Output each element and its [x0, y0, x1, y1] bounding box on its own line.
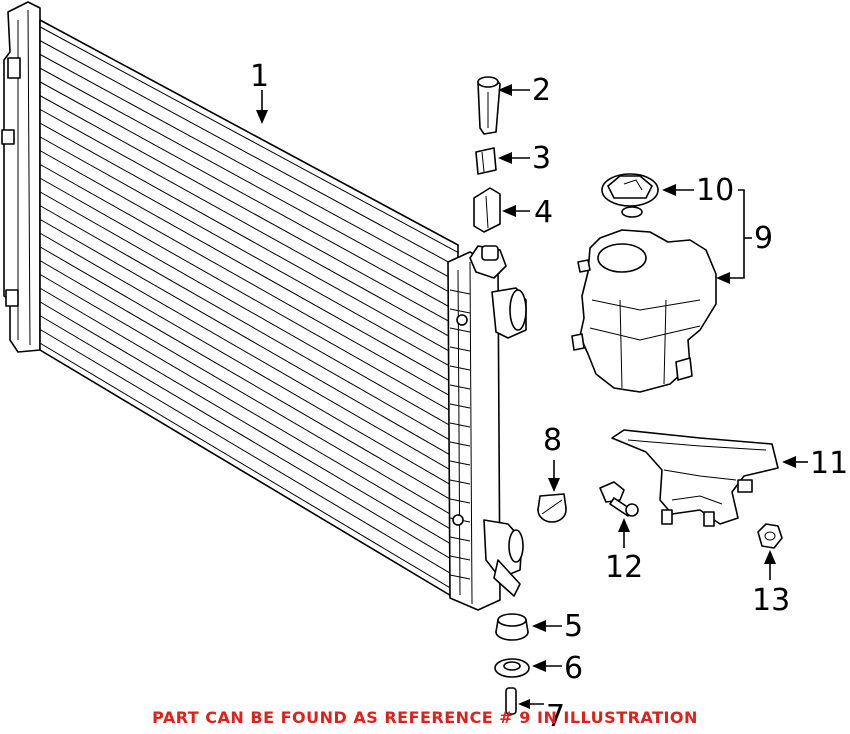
- callout-8: 8: [543, 423, 562, 458]
- part-5-grommet: [495, 613, 529, 641]
- rib-line: [449, 536, 471, 542]
- part-9-reservoir: [571, 229, 717, 393]
- callout-3: 3: [532, 141, 551, 176]
- callout-5: 5: [564, 609, 583, 644]
- fin-line: [39, 26, 459, 253]
- rib-line: [449, 441, 471, 447]
- fin-line: [39, 246, 459, 490]
- fin-line: [39, 136, 459, 372]
- fin-line: [39, 108, 459, 342]
- fin-line: [39, 328, 459, 579]
- rib-line: [449, 327, 471, 333]
- part-3-sleeve: [475, 147, 497, 175]
- radiator: [1, 1, 527, 611]
- fin-line: [39, 218, 459, 460]
- rib-line: [449, 555, 471, 561]
- fin-line: [39, 301, 459, 549]
- callout-1: 1: [250, 59, 269, 94]
- rib-line: [449, 498, 471, 504]
- tank-ribs: [449, 289, 471, 580]
- rib-line: [449, 308, 471, 314]
- fin-line: [39, 205, 459, 446]
- fin-line: [39, 150, 459, 386]
- fin-line: [39, 53, 459, 283]
- callout-4: 4: [534, 195, 553, 230]
- rib-line: [449, 346, 471, 352]
- fin-line: [39, 122, 459, 357]
- part-11-bracket: [611, 429, 779, 527]
- part-10-cap: [601, 173, 659, 218]
- rib-line: [449, 365, 471, 371]
- part-12-bolt: [599, 481, 639, 517]
- part-2-pin: [477, 76, 501, 135]
- callout-10: 10: [696, 173, 734, 208]
- fin-line: [39, 95, 459, 327]
- callout-12: 12: [605, 550, 643, 585]
- rib-line: [449, 460, 471, 466]
- radiator-fins: [39, 26, 459, 594]
- fin-line: [39, 191, 459, 431]
- fin-line: [39, 67, 459, 298]
- fin-line: [39, 315, 459, 564]
- callout-6: 6: [564, 651, 583, 686]
- callout-2: 2: [532, 73, 551, 108]
- rib-line: [449, 479, 471, 485]
- rib-line: [449, 574, 471, 580]
- fin-line: [39, 287, 459, 534]
- part-7-pin: [505, 687, 517, 715]
- part-8-plug: [537, 493, 567, 523]
- rib-line: [449, 403, 471, 409]
- fin-line: [39, 342, 459, 594]
- rib-line: [449, 422, 471, 428]
- fin-line: [39, 232, 459, 475]
- fin-line: [39, 163, 459, 401]
- fin-line: [39, 260, 459, 505]
- callout-13: 13: [752, 583, 790, 618]
- rib-line: [449, 289, 471, 295]
- fin-line: [39, 273, 459, 520]
- rib-line: [449, 384, 471, 390]
- callout-7: 7: [546, 699, 565, 734]
- fin-line: [39, 177, 459, 416]
- part-13-nut: [757, 523, 783, 549]
- callout-9: 9: [754, 221, 773, 256]
- fin-line: [39, 81, 459, 313]
- part-6-ring: [494, 658, 530, 678]
- fin-line: [39, 40, 459, 268]
- reference-note: PART CAN BE FOUND AS REFERENCE # 9 IN IL…: [152, 708, 698, 727]
- part-4-grommet: [473, 187, 501, 233]
- leader-lines: [256, 84, 808, 709]
- callout-11: 11: [810, 446, 848, 481]
